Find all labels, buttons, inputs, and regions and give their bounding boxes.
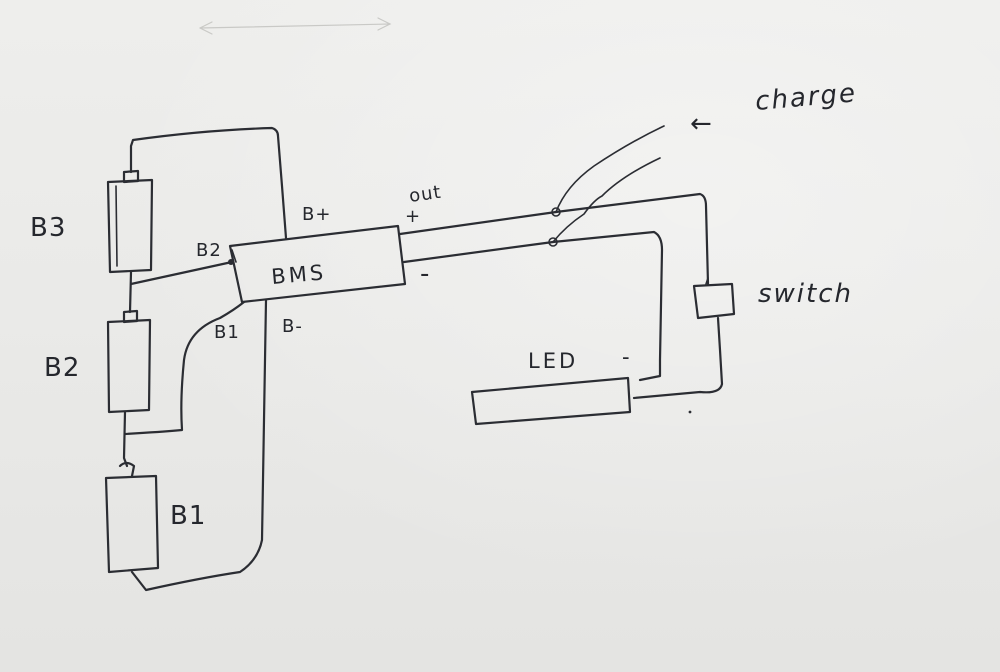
label-out: out — [408, 182, 443, 207]
switch — [692, 277, 736, 320]
wire-out-minus — [402, 240, 555, 264]
label-b-plus: B+ — [302, 204, 331, 225]
ghost-mark — [377, 17, 392, 31]
label-b2: B2 — [44, 353, 80, 383]
charge-arrow-icon: ← — [690, 109, 713, 139]
wire-out-plus — [398, 210, 558, 236]
wire-b1-to-bminus — [130, 298, 268, 592]
label-bms-b2: B2 — [196, 240, 222, 261]
label-switch: switch — [758, 279, 853, 309]
label-b1: B1 — [170, 501, 206, 531]
wire-b3-b2-junction — [128, 270, 133, 314]
wire-b2-b1-to-bms-b1 — [123, 300, 246, 436]
label-b-minus: B- — [282, 316, 303, 337]
battery-b1 — [104, 461, 160, 574]
pencil-dot — [688, 410, 692, 414]
label-charge: charge — [754, 78, 858, 117]
wire-plus-to-switch — [554, 192, 710, 286]
ghost-mark — [199, 21, 213, 35]
wire-b3-to-bplus — [129, 126, 288, 240]
wire-switch-to-led — [632, 316, 724, 400]
led-strip — [470, 376, 632, 426]
label-out-plus: + — [405, 206, 421, 227]
charge-lead-1 — [555, 125, 665, 213]
wire-junction-to-bms-b2 — [129, 260, 234, 286]
battery-b2 — [106, 309, 152, 414]
label-bms-b1: B1 — [214, 322, 240, 343]
battery-b3 — [106, 169, 154, 274]
label-led-minus: - — [622, 345, 633, 369]
label-bms: BMS — [270, 260, 327, 289]
label-b3: B3 — [30, 213, 66, 243]
wire-minus-to-led — [551, 230, 664, 382]
wire-b2-to-b1 — [122, 410, 129, 468]
label-led: LED — [528, 349, 578, 373]
ghost-mark — [199, 23, 391, 29]
label-out-minus: - — [420, 259, 430, 289]
charge-lead-2 — [552, 157, 661, 243]
